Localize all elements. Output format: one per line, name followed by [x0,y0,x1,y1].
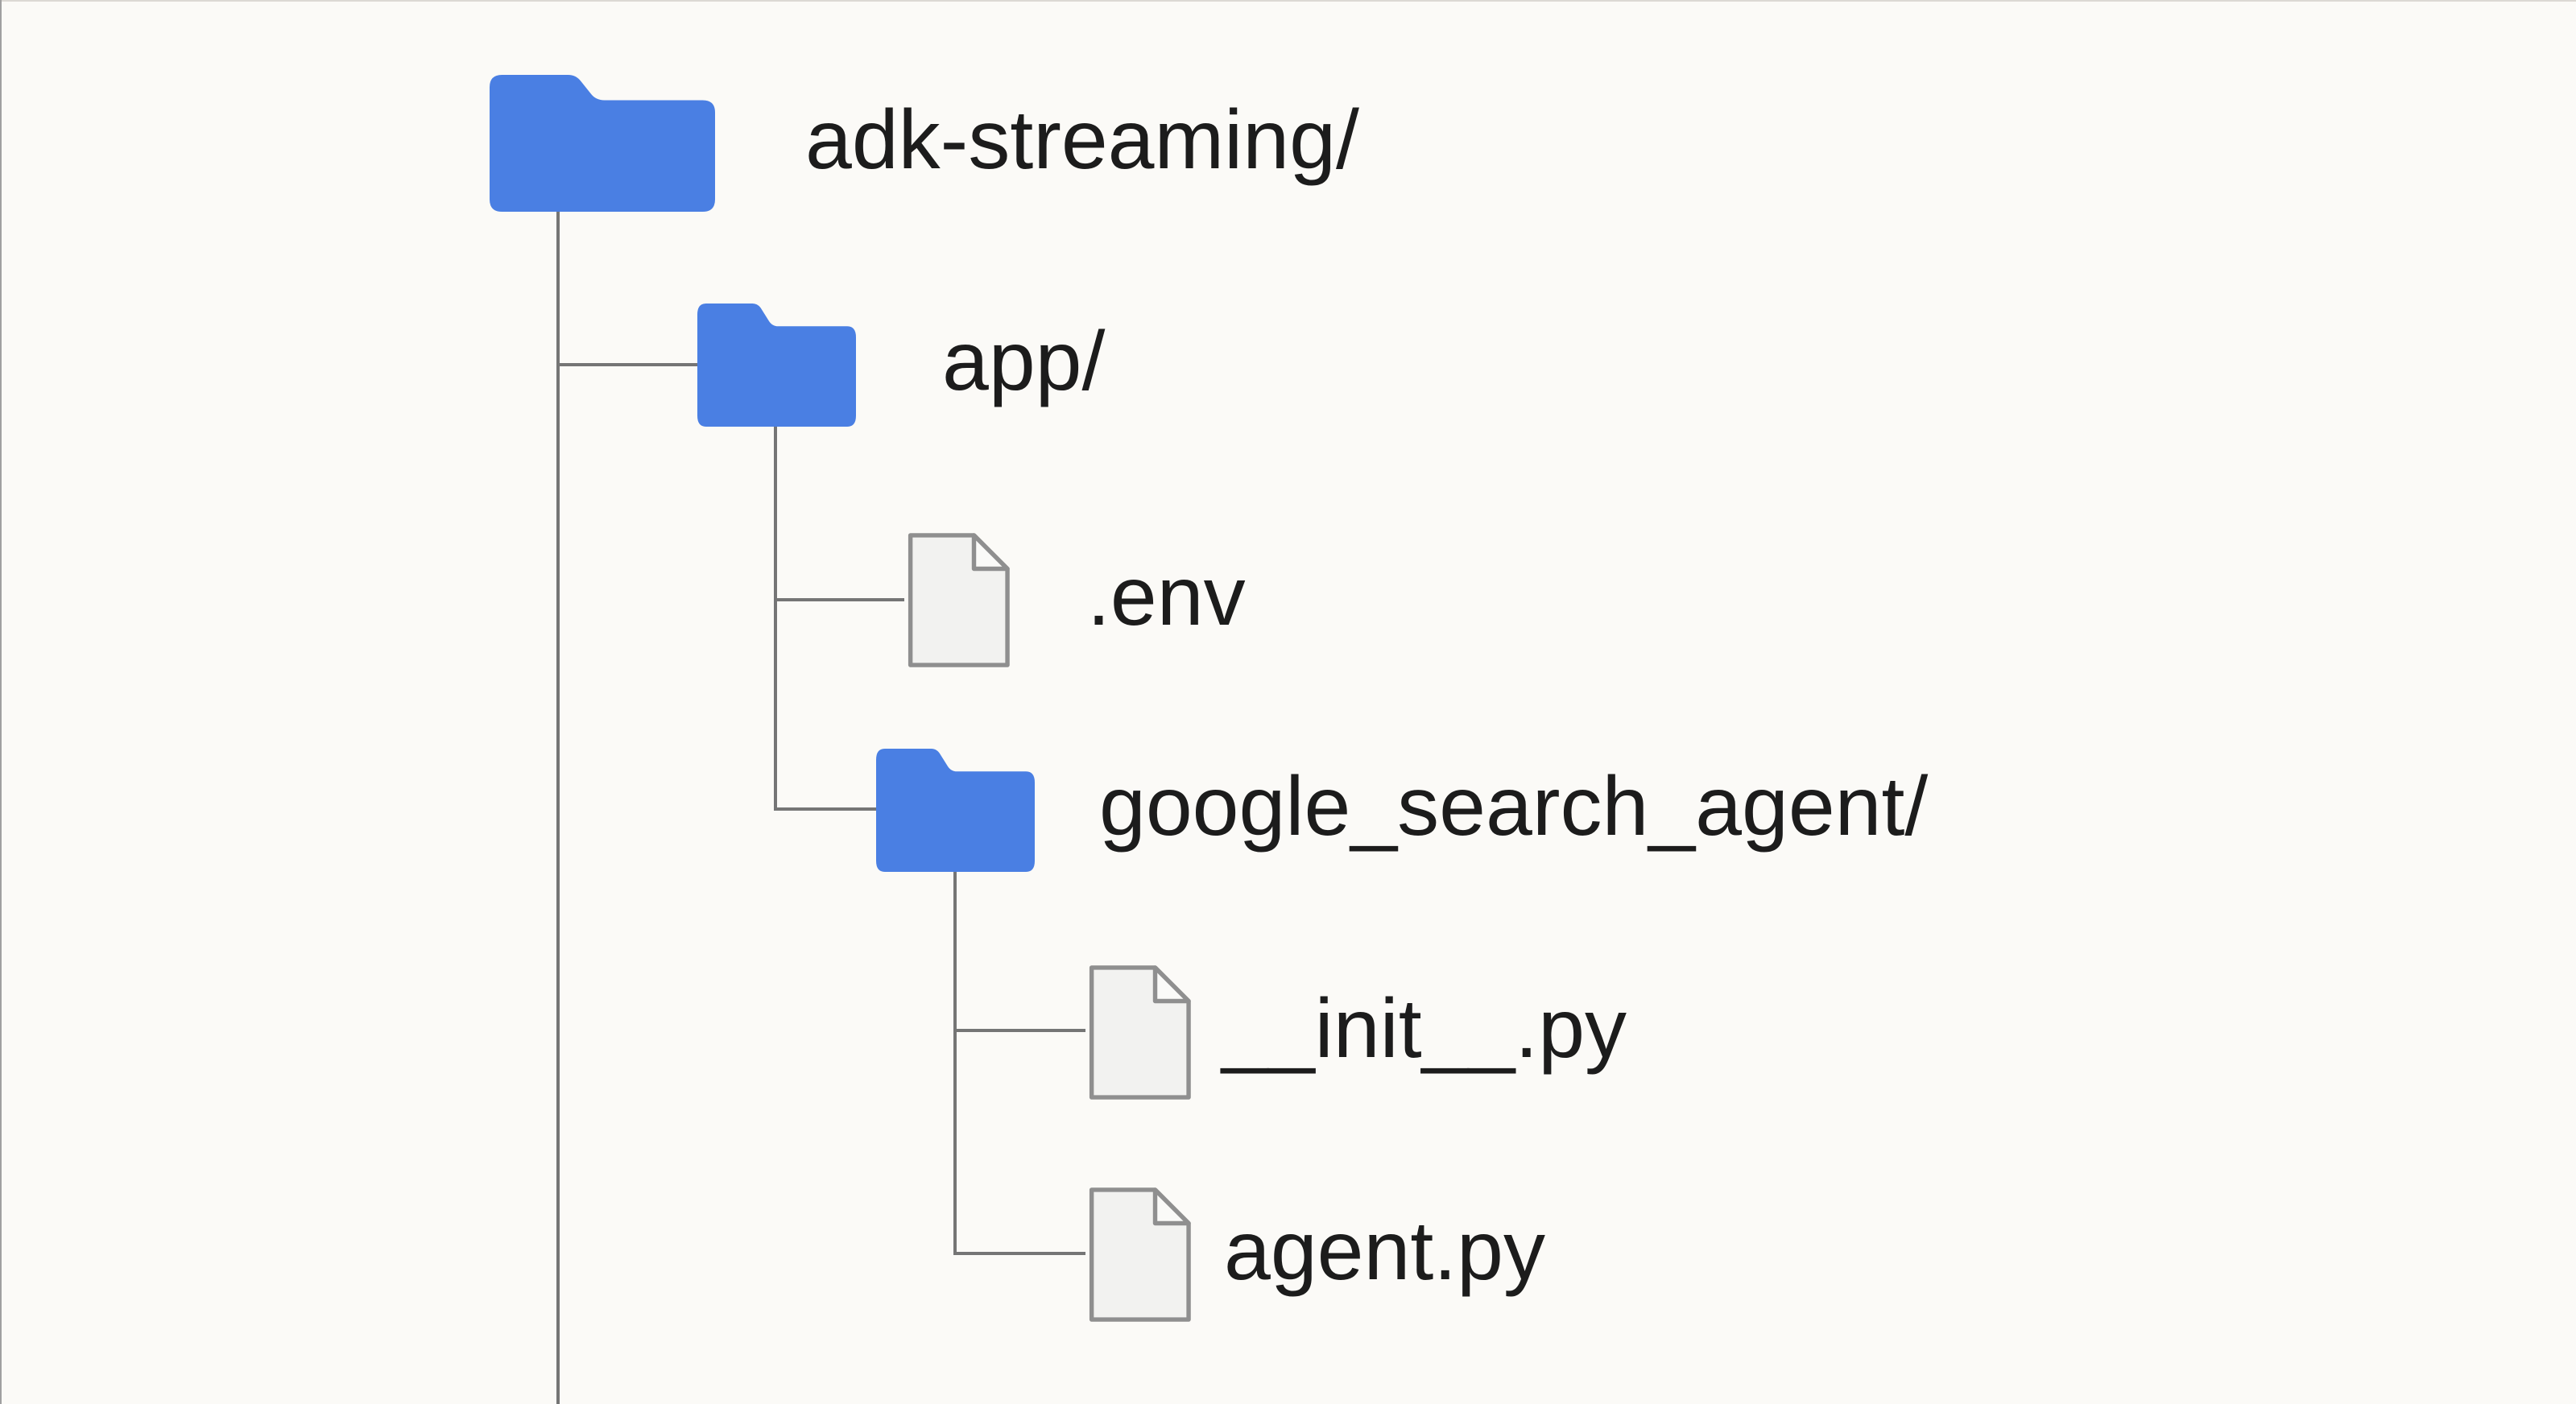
connector-branch-google-search-agent [774,807,876,811]
folder-icon [876,749,1035,872]
folder-icon [490,75,715,212]
node-label-google-search-agent: google_search_agent/ [1099,759,1929,853]
connector-trunk-app [774,427,777,811]
connector-trunk-adk-streaming [556,212,560,1404]
connector-branch-env [774,598,904,601]
node-label-init-py: __init__.py [1222,981,1627,1076]
frame-border-left [0,0,2,1404]
file-icon [1089,1187,1191,1322]
file-icon [908,533,1010,667]
node-label-env: .env [1087,549,1246,643]
connector-branch-app [556,363,697,366]
file-icon [1089,965,1191,1100]
connector-trunk-google-search-agent [953,872,957,1255]
folder-icon [697,304,856,427]
node-label-app: app/ [942,314,1106,408]
connector-branch-init-py [953,1029,1085,1032]
node-label-adk-streaming: adk-streaming/ [805,93,1359,187]
node-label-agent-py: agent.py [1224,1204,1545,1298]
frame-border-top [0,0,2576,2]
connector-branch-agent-py [953,1252,1085,1255]
